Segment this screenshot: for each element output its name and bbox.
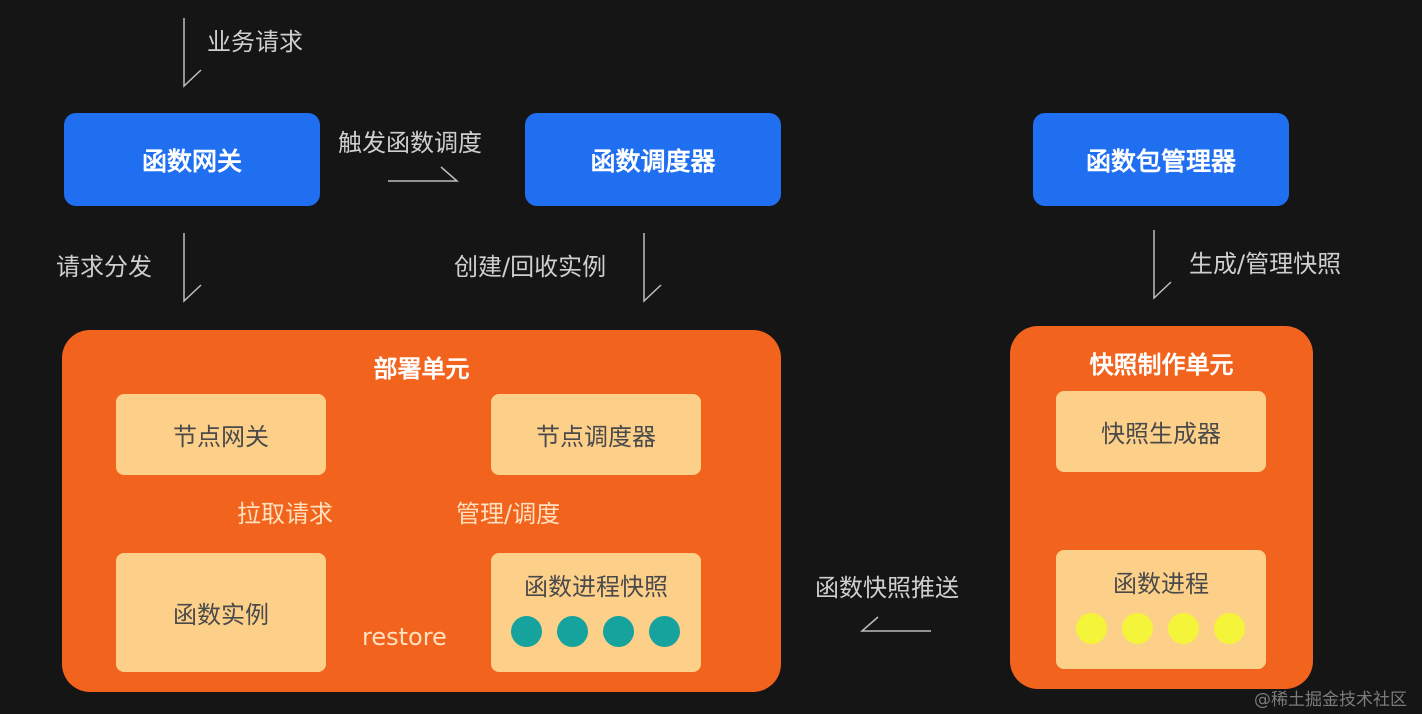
function-gateway-label: 函数网关 [141, 146, 242, 176]
function-package-manager-node: 函数包管理器 [1033, 113, 1289, 206]
process-snapshot-box: 函数进程快照 [491, 553, 701, 672]
deploy-unit-title: 部署单元 [373, 355, 470, 383]
snapshot-unit-title: 快照制作单元 [1089, 351, 1234, 379]
function-gateway-node: 函数网关 [64, 113, 320, 206]
watermark: @稀土掘金技术社区 [1254, 690, 1407, 710]
snapshot-dot-4 [649, 616, 680, 647]
node-gateway-box: 节点网关 [116, 394, 326, 475]
trigger-schedule-label: 触发函数调度 [338, 129, 482, 157]
business-request-label: 业务请求 [207, 28, 303, 56]
snapshot-generator-label: 快照生成器 [1101, 420, 1221, 448]
arrow-dispatch [183, 233, 202, 303]
arrow-snapshot-push [860, 616, 931, 632]
snapshot-generator-box: 快照生成器 [1056, 391, 1266, 472]
snapshot-dot-1 [511, 616, 542, 647]
node-scheduler-box: 节点调度器 [491, 394, 701, 475]
process-dot-2 [1122, 613, 1153, 644]
node-scheduler-label: 节点调度器 [536, 423, 656, 451]
function-scheduler-node: 函数调度器 [525, 113, 781, 206]
node-gateway-label: 节点网关 [173, 423, 269, 451]
pull-request-label: 拉取请求 [237, 500, 333, 528]
create-recycle-label: 创建/回收实例 [454, 253, 607, 281]
process-snapshot-label: 函数进程快照 [524, 573, 668, 601]
function-process-label: 函数进程 [1113, 570, 1209, 598]
snapshot-dot-3 [603, 616, 634, 647]
process-dot-1 [1076, 613, 1107, 644]
arrow-snapshot-manage [1153, 230, 1172, 300]
function-scheduler-label: 函数调度器 [590, 146, 716, 176]
arrow-business-request [183, 18, 202, 88]
restore-label: restore [362, 623, 447, 651]
arrow-trigger-schedule [388, 166, 459, 182]
function-instance-label: 函数实例 [173, 601, 269, 629]
snapshot-manage-label: 生成/管理快照 [1189, 250, 1342, 278]
function-process-box: 函数进程 [1056, 550, 1266, 669]
snapshot-push-label: 函数快照推送 [815, 574, 959, 602]
arrow-create-recycle [643, 233, 662, 303]
snapshot-dot-2 [557, 616, 588, 647]
function-instance-box: 函数实例 [116, 553, 326, 672]
function-package-manager-label: 函数包管理器 [1085, 146, 1236, 176]
process-dot-3 [1168, 613, 1199, 644]
process-dot-4 [1214, 613, 1245, 644]
dispatch-label: 请求分发 [56, 253, 152, 281]
manage-schedule-label: 管理/调度 [456, 500, 561, 528]
